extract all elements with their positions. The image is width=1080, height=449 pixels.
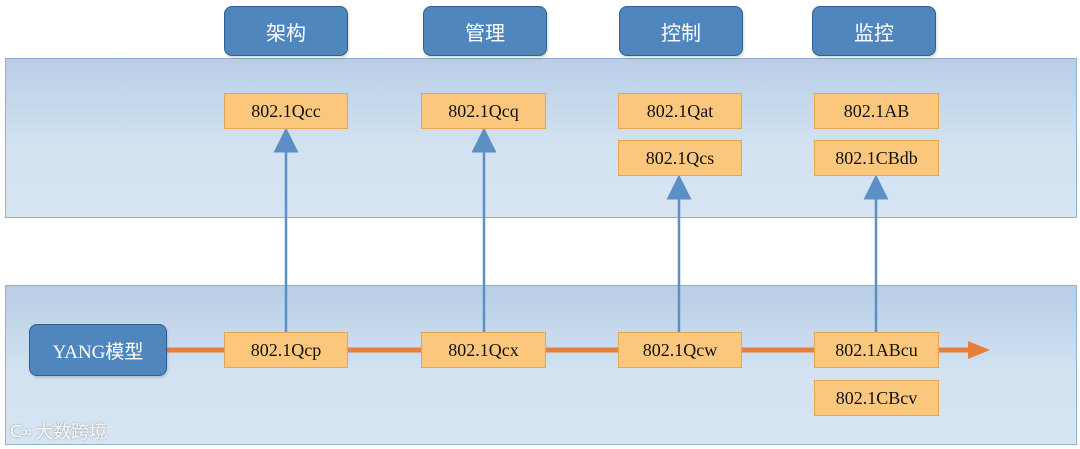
header-architecture: 架构 <box>224 6 348 56</box>
std-box-top-col2: 802.1Qcq <box>421 93 546 129</box>
std-box-top-col1: 802.1Qcc <box>224 93 348 129</box>
yang-model-box: YANG模型 <box>29 324 167 376</box>
std-box-bottom-col1: 802.1Qcp <box>224 332 348 368</box>
header-control: 控制 <box>619 6 743 56</box>
std-box-top-col3-b: 802.1Qcs <box>618 140 742 176</box>
watermark-logo-icon: ᑕ∞ <box>10 421 33 441</box>
std-box-bottom-col2: 802.1Qcx <box>421 332 546 368</box>
header-monitoring: 监控 <box>812 6 936 56</box>
std-box-bottom-col4: 802.1ABcu <box>814 332 939 368</box>
std-box-top-col3-a: 802.1Qat <box>618 93 742 129</box>
top-band <box>5 58 1077 218</box>
std-box-top-col4-b: 802.1CBdb <box>814 140 939 176</box>
std-box-top-col4-a: 802.1AB <box>814 93 939 129</box>
std-box-bottom-col4-extra: 802.1CBcv <box>814 380 939 416</box>
timeline-arrowhead <box>968 341 990 359</box>
header-management: 管理 <box>423 6 547 56</box>
watermark: ᑕ∞ 大数跨境 <box>10 421 108 444</box>
std-box-bottom-col3: 802.1Qcw <box>618 332 742 368</box>
